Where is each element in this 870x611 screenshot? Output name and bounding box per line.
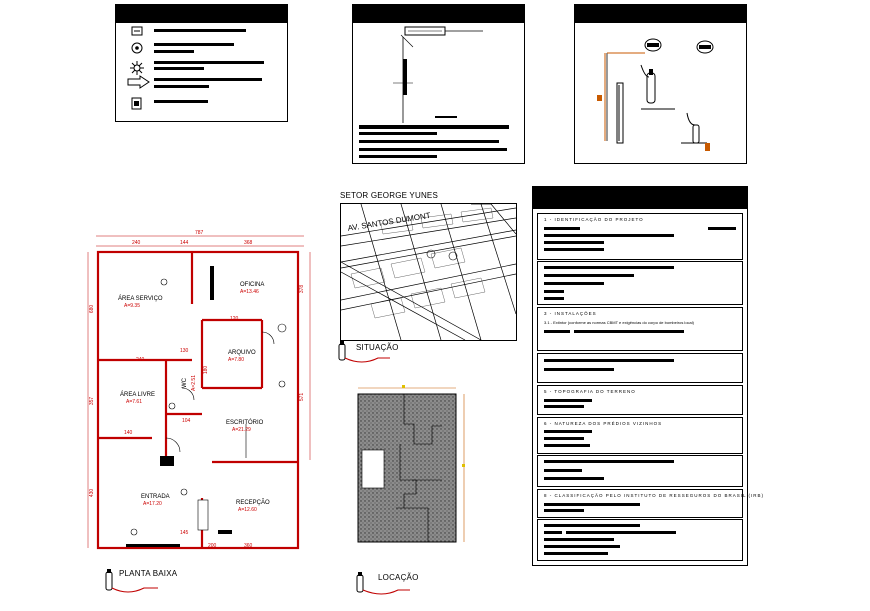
spec-section-8: 8 - CLASSIFICAÇÃO PELO INSTITUTO DE RESS… [537, 489, 763, 518]
dimension-label: 430 [89, 488, 96, 498]
specs-panel: 1 - IDENTIFICAÇÃO DO PROJETO 3 - INSTALA… [532, 186, 763, 566]
fire-extinguisher-icon [105, 569, 158, 593]
legend-text-line [154, 29, 246, 32]
detail-note-line [359, 125, 509, 129]
room-area: A=12.60 [238, 507, 257, 513]
hydrant-box-icon [131, 97, 142, 110]
dimension-label: 787 [195, 230, 204, 236]
dimension-label: 357 [89, 396, 96, 406]
legend-panel-header [116, 5, 287, 23]
room-area: A=7.61 [126, 399, 142, 405]
dimension-label: 378 [299, 284, 306, 294]
spec-section-7 [537, 455, 743, 487]
room-area: A=7.80 [228, 357, 244, 363]
spec-section-1: 1 - IDENTIFICAÇÃO DO PROJETO [537, 213, 743, 260]
wall-mount-detail-drawing [393, 26, 483, 123]
detail-note-line [359, 132, 437, 135]
spec-section-9 [537, 519, 743, 561]
detail-panel-2 [574, 4, 747, 164]
emergency-light-icon [131, 42, 143, 54]
spec-section-6: 6 - NATUREZA DOS PRÉDIOS VIZINHOS [537, 417, 743, 454]
legend-text-line [154, 85, 209, 88]
room-area: A=9.35 [124, 303, 140, 309]
dimension-label: 240 [132, 240, 141, 246]
room-area: A=2.51 [191, 375, 197, 391]
room-label: ARQUIVO [228, 350, 256, 356]
room-label: ESCRITÓRIO [226, 420, 264, 426]
spec-section-4 [537, 353, 743, 383]
room-label: RECEPÇÃO [236, 500, 270, 506]
dimension-label: 180 [203, 365, 210, 375]
fire-extinguisher-icon [356, 572, 410, 595]
room-area: A=21.29 [232, 427, 251, 433]
dimension-label: 130 [180, 348, 189, 354]
dimension-label: 104 [182, 418, 191, 424]
detail-note-line [359, 148, 507, 151]
exit-arrow-icon [127, 75, 150, 89]
spec-section-5: 5 - TOPOGRAFIA DO TERRENO [537, 385, 743, 415]
situacao-heading: SETOR GEORGE YUNES [340, 191, 438, 200]
fire-extinguisher-icon [338, 341, 390, 363]
dimension-label: 680 [89, 304, 96, 314]
dimension-label: 140 [124, 430, 133, 436]
floor-plan-drawing [87, 235, 311, 550]
dimension-label: 144 [180, 240, 189, 246]
dimension-label: 200 [208, 543, 217, 549]
dimension-label: 240 [136, 357, 145, 363]
legend-panel [115, 4, 288, 122]
legend-text-line [154, 100, 208, 103]
detail-panel-1 [352, 4, 525, 164]
spec-section-3: 3 - INSTALAÇÕES 3.1 - Extintor (conforme… [537, 307, 743, 351]
room-label: WC [182, 378, 188, 388]
legend-text-line [154, 43, 234, 46]
dimension-label: 360 [244, 543, 253, 549]
dimension-label: 368 [244, 240, 253, 246]
alarm-bell-icon [130, 61, 144, 75]
extinguisher-install-drawing [597, 38, 714, 151]
room-label: ÁREA SERVIÇO [118, 296, 163, 302]
detail-panel-2-header [575, 5, 746, 23]
spec-section-2 [537, 261, 743, 305]
locacao-site-plan [357, 385, 465, 543]
legend-text-line [154, 78, 262, 81]
room-label: OFICINA [240, 282, 265, 288]
dimension-label: 145 [180, 530, 189, 536]
room-area: A=13.46 [240, 289, 259, 295]
dimension-label: 571 [299, 392, 306, 402]
room-label: ENTRADA [141, 494, 170, 500]
floor-plan-caption: PLANTA BAIXA [119, 569, 178, 578]
dimension-label: 120 [230, 316, 239, 322]
specs-panel-header [533, 187, 747, 209]
smoke-detector-icon [131, 26, 143, 36]
room-area: A=17.20 [143, 501, 162, 507]
detail-panel-1-header [353, 5, 524, 23]
room-label: ÁREA LIVRE [120, 392, 156, 398]
detail-note-line [359, 155, 437, 158]
situacao-caption: SITUAÇÃO [356, 343, 399, 352]
legend-text-line [154, 67, 204, 70]
locacao-caption: LOCAÇÃO [378, 573, 419, 582]
detail-note-line [359, 140, 499, 143]
legend-text-line [154, 50, 194, 53]
legend-text-line [154, 61, 264, 64]
situacao-map: AV. SANTOS DUMONT [340, 203, 517, 341]
